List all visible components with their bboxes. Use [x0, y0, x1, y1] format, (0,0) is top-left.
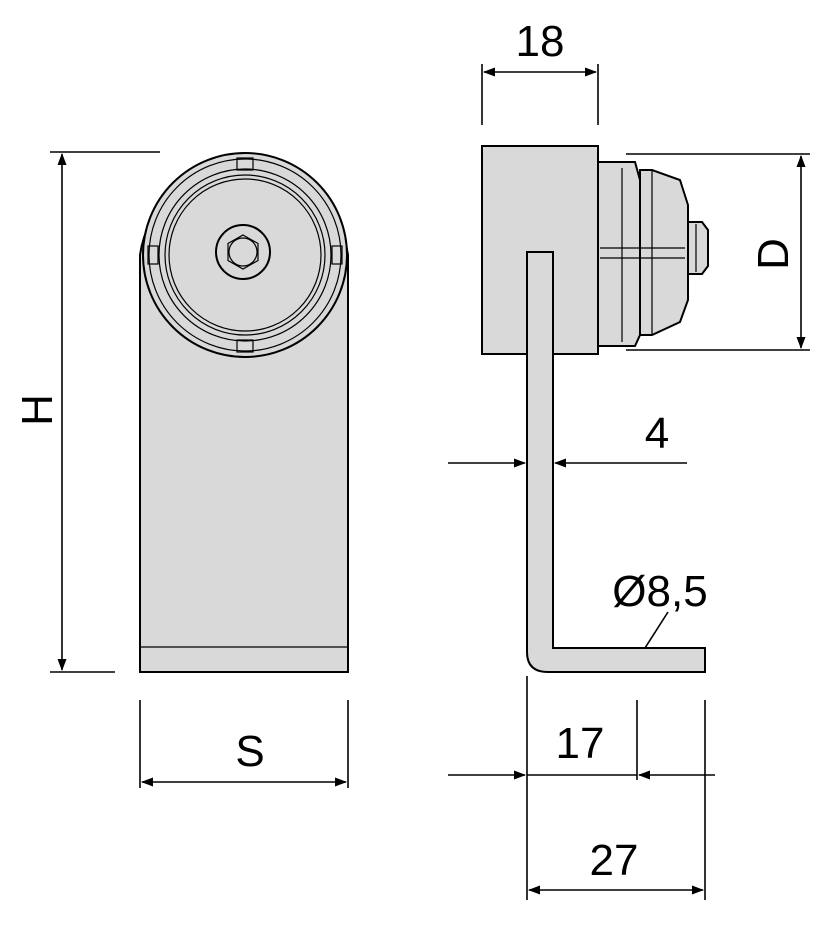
roller-profile	[597, 161, 709, 347]
front-view	[139, 152, 349, 673]
dimension-diameter: D	[626, 153, 810, 351]
dimension-label-foot-17: 17	[556, 719, 605, 768]
dimension-label-diameter: D	[749, 238, 798, 270]
dimension-width: S	[139, 700, 349, 788]
dimension-hole: Ø8,5	[612, 567, 708, 649]
dimension-height: H	[13, 151, 160, 673]
dimension-label-hole: Ø8,5	[612, 567, 707, 616]
dimension-foot: 17 27	[448, 676, 715, 900]
dimension-thickness: 4	[448, 409, 687, 468]
side-view	[481, 145, 709, 673]
l-bracket	[526, 251, 706, 673]
dimension-label-width: S	[235, 727, 264, 776]
dimension-label-height: H	[13, 394, 62, 426]
dimension-label-top-width: 18	[516, 17, 565, 66]
dimension-label-foot-27: 27	[590, 836, 639, 885]
dimension-top-width: 18	[481, 17, 599, 125]
dimension-label-thickness: 4	[645, 409, 669, 458]
hex-bolt-icon	[215, 224, 271, 280]
